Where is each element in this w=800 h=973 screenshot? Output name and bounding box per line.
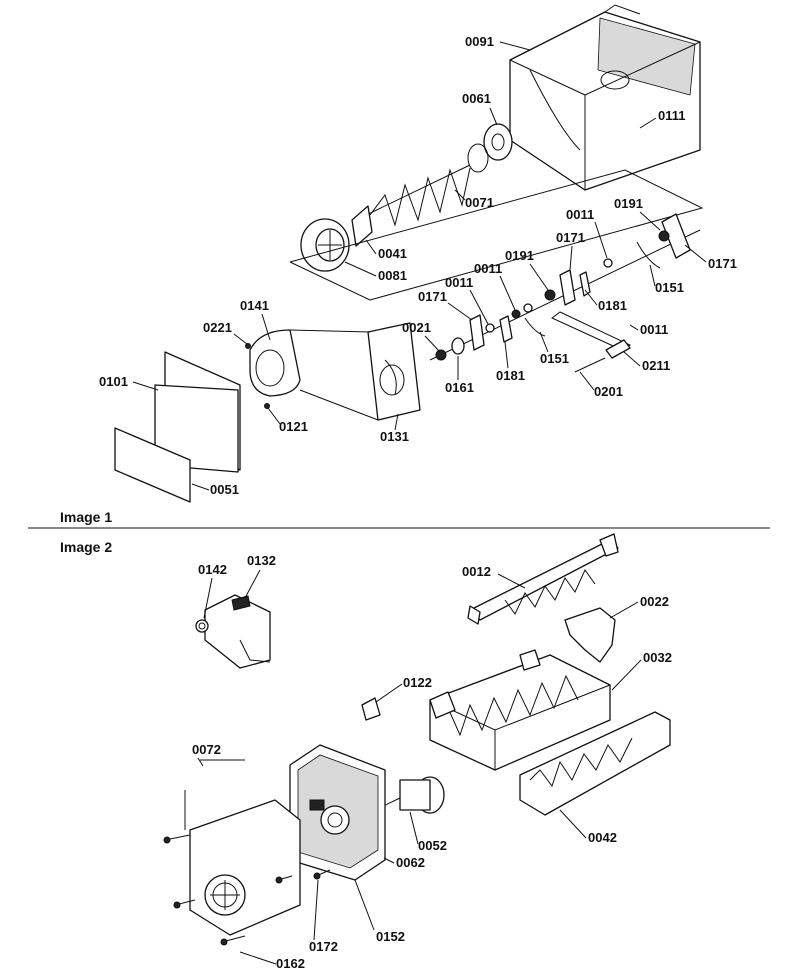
label-part <box>114 427 191 503</box>
callout-0171-b: 0171 <box>708 256 737 271</box>
callout-0101: 0101 <box>99 374 128 389</box>
callout-0191-b: 0191 <box>505 248 534 263</box>
mounting-bracket-part <box>367 322 421 421</box>
callout-0011-b: 0011 <box>445 275 473 290</box>
callout-0071: 0071 <box>465 195 494 210</box>
callout-0072: 0072 <box>192 742 221 757</box>
callout-0121: 0121 <box>279 419 308 434</box>
cover-part <box>564 607 616 663</box>
callout-0032: 0032 <box>643 650 672 665</box>
callout-0022: 0022 <box>640 594 669 609</box>
callout-0052: 0052 <box>418 838 447 853</box>
image1-caption: Image 1 <box>60 509 112 525</box>
auger-plate-part <box>483 123 513 161</box>
clip-part <box>361 697 381 721</box>
callout-0111: 0111 <box>658 108 686 123</box>
callout-0221: 0221 <box>203 320 232 335</box>
callout-0152: 0152 <box>376 929 405 944</box>
callout-0142: 0142 <box>198 562 227 577</box>
cover-panel-part <box>154 351 241 473</box>
ice-mold-part <box>429 649 611 771</box>
callout-0181-a: 0181 <box>598 298 627 313</box>
image1-callouts: 0091 0061 0111 0071 0041 0081 0011 0191 … <box>99 34 737 497</box>
rear-module-part <box>184 759 301 936</box>
callout-0162: 0162 <box>276 956 305 971</box>
callout-0181-b: 0181 <box>496 368 525 383</box>
callout-0091: 0091 <box>465 34 494 49</box>
image2-callouts: 0142 0132 0012 0022 0032 0122 0072 0052 … <box>192 553 672 971</box>
callout-0201: 0201 <box>594 384 623 399</box>
thermostat-bracket-part <box>195 594 271 669</box>
callout-0151-a: 0151 <box>655 280 684 295</box>
control-housing-part <box>289 744 386 881</box>
ejector-part <box>467 533 619 625</box>
callout-0191-a: 0191 <box>614 196 643 211</box>
ice-bucket-part <box>509 4 701 191</box>
callout-0151-b: 0151 <box>540 351 569 366</box>
callout-0141: 0141 <box>240 298 269 313</box>
callout-0132: 0132 <box>247 553 276 568</box>
blade-part <box>351 205 373 247</box>
callout-0061: 0061 <box>462 91 491 106</box>
callout-0011-a: 0011 <box>566 207 594 222</box>
callout-0172: 0172 <box>309 939 338 954</box>
callout-0131: 0131 <box>380 429 409 444</box>
callout-0161: 0161 <box>445 380 474 395</box>
ring-part <box>467 143 489 173</box>
auger-spiral-part <box>369 167 471 227</box>
shield-part <box>519 711 671 816</box>
callout-0051: 0051 <box>210 482 239 497</box>
screws <box>163 834 331 946</box>
callout-0041: 0041 <box>378 246 407 261</box>
callout-0012: 0012 <box>462 564 491 579</box>
callout-0011-d: 0011 <box>640 322 668 337</box>
image2-assembly <box>163 533 671 946</box>
callout-0211: 0211 <box>642 358 670 373</box>
auger-hub-part <box>300 218 350 272</box>
callout-0062: 0062 <box>396 855 425 870</box>
image1-assembly <box>114 4 704 503</box>
motor-part <box>374 776 445 814</box>
callout-0021: 0021 <box>402 320 431 335</box>
callout-0081: 0081 <box>378 268 407 283</box>
callout-0011-c: 0011 <box>474 261 502 276</box>
callout-0042: 0042 <box>588 830 617 845</box>
callout-0171-c: 0171 <box>418 289 447 304</box>
motor-housing-part <box>245 329 379 421</box>
shaft-assembly <box>429 213 701 373</box>
image2-caption: Image 2 <box>60 539 112 555</box>
callout-0171-a: 0171 <box>556 230 585 245</box>
callout-0122: 0122 <box>403 675 432 690</box>
